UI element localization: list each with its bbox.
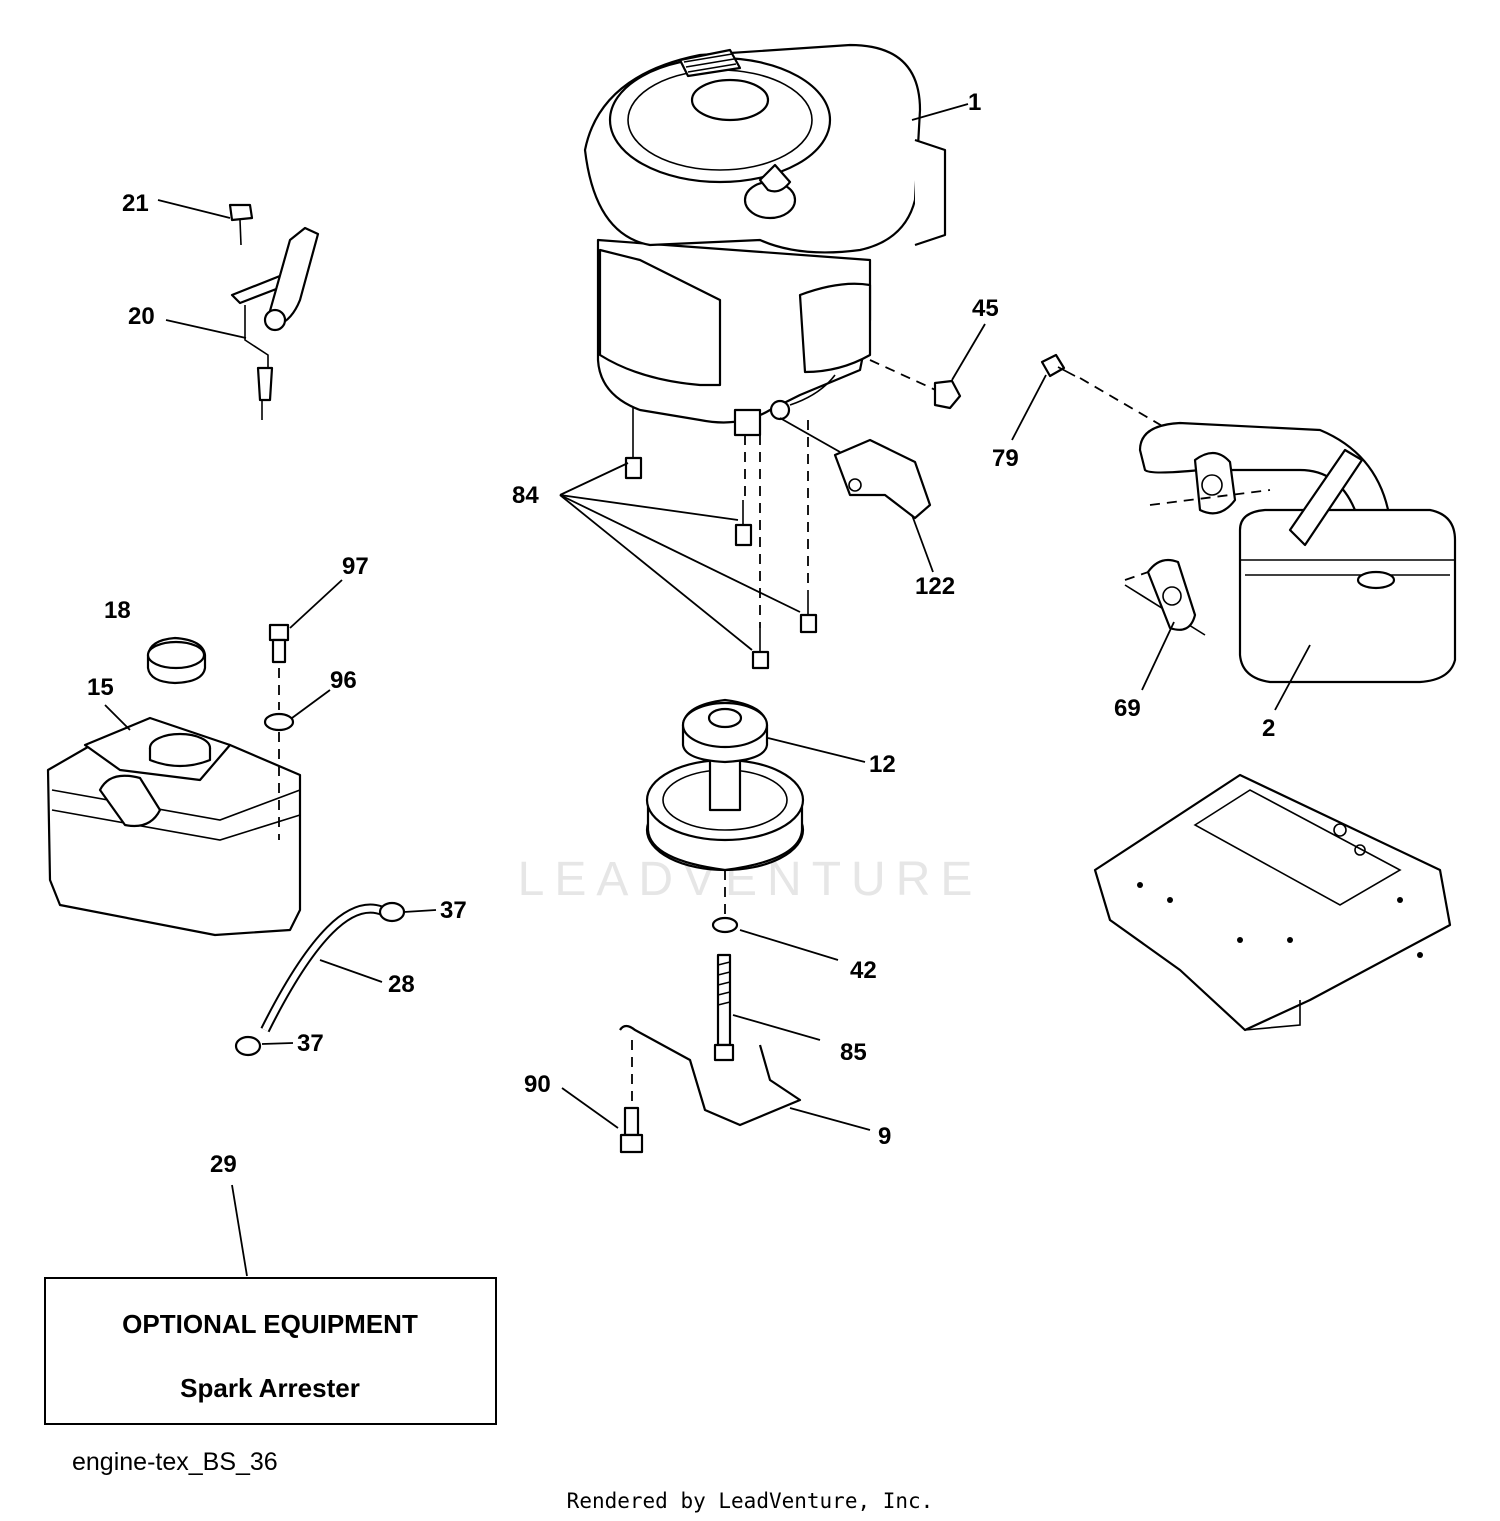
callout-9: 9 [878, 1123, 891, 1150]
callout-1: 1 [968, 89, 981, 116]
callout-18: 18 [104, 597, 131, 624]
optional-equipment-title: OPTIONAL EQUIPMENT [122, 1309, 418, 1339]
gasket-69 [1146, 558, 1197, 631]
washer-42 [711, 916, 739, 934]
callout-45: 45 [972, 295, 999, 322]
clamp-37-bottom [234, 1035, 262, 1057]
washer-96 [263, 712, 295, 732]
engine-mount-plate [1093, 773, 1452, 1032]
callout-20: 20 [128, 303, 155, 330]
bolts-84 [624, 408, 818, 670]
bolt-79 [1040, 353, 1066, 378]
nut-45 [933, 379, 962, 410]
callout-96: 96 [330, 667, 357, 694]
diagram-code: engine-tex_BS_36 [72, 1448, 278, 1476]
engine [583, 43, 947, 437]
callout-2: 2 [1262, 715, 1275, 742]
callout-42: 42 [850, 957, 877, 984]
callout-15: 15 [87, 674, 114, 701]
optional-equipment-box [44, 1277, 497, 1425]
callout-28: 28 [388, 971, 415, 998]
fuel-tank [46, 716, 302, 937]
callout-85: 85 [840, 1039, 867, 1066]
bolt-85 [713, 953, 735, 1062]
callout-37-bottom: 37 [297, 1030, 324, 1057]
callout-79: 79 [992, 445, 1019, 472]
bolt-97 [268, 623, 290, 664]
fuel-cap [146, 636, 207, 685]
callout-69: 69 [1114, 695, 1141, 722]
callout-29: 29 [210, 1151, 237, 1178]
callout-12: 12 [869, 751, 896, 778]
render-credit: Rendered by LeadVenture, Inc. [567, 1489, 934, 1513]
optional-equipment-item: Spark Arrester [180, 1373, 360, 1403]
shield-122 [833, 438, 932, 520]
bracket-9 [619, 1024, 802, 1127]
bolt-90 [619, 1106, 644, 1154]
pulley [645, 698, 805, 872]
callout-84: 84 [512, 482, 539, 509]
callout-21: 21 [122, 190, 149, 217]
callout-37-top: 37 [440, 897, 467, 924]
clamp-37-top [378, 901, 406, 923]
callout-122: 122 [915, 573, 955, 600]
muffler [1138, 421, 1457, 684]
throttle-control [228, 203, 320, 420]
callout-97: 97 [342, 553, 369, 580]
callout-90: 90 [524, 1071, 551, 1098]
